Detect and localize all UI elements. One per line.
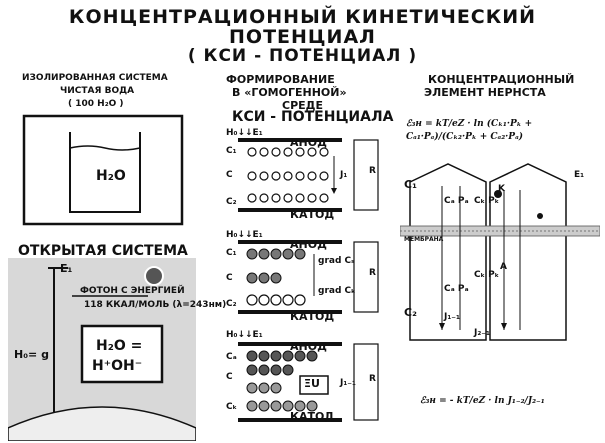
photon-label: ФОТОН С ЭНЕРГИЕЙ [80, 286, 185, 296]
cathode-2: КАТОД [290, 310, 335, 323]
h0e-3: H₀↓↓E₁ [226, 330, 263, 340]
nernst-formula-bottom: ℰ₃н = - kT/eZ · ln J₁₋₂/J₂₋₁ [420, 396, 545, 406]
nernst-membrane: МЕМБРАНА [404, 236, 444, 243]
open-system-photo [8, 258, 196, 441]
formation-heading4: КСИ - ПОТЕНЦИАЛА [232, 109, 394, 125]
c-2: C [226, 273, 233, 283]
anode-3: АНОД [290, 340, 327, 353]
h0e-1: H₀↓↓E₁ [226, 128, 263, 138]
nernst-e: E₁ [574, 170, 585, 180]
r-2: R [369, 268, 376, 278]
main-title-line2: ПОТЕНЦИАЛ [229, 26, 376, 48]
grad-c: grad Cₛ [318, 256, 355, 266]
nernst-formula-top: ℰ₃н = kT/eZ · ln (Cₖ₁·Pₖ + Cₐ₁·Pₐ)/(Cₖ₂·… [406, 119, 533, 142]
nernst-ck-pk-bot: Cₖ Pₖ [474, 270, 500, 280]
main-title-line1: КОНЦЕНТРАЦИОННЫЙ КИНЕТИЧЕСКИЙ [68, 6, 537, 28]
energy-value: 118 ККАЛ/МОЛЬ (λ=243нм) [84, 300, 227, 310]
open-heading: ОТКРЫТАЯ СИСТЕМА [18, 243, 188, 259]
cathode-3: КАТОД [290, 410, 335, 423]
r-3: R [369, 374, 376, 384]
anode-1: АНОД [290, 136, 327, 149]
formation-heading3: СРЕДЕ [282, 99, 323, 112]
formation-diagram-1 [238, 138, 379, 212]
formation-diagrams [238, 138, 379, 422]
reaction-bottom: H⁺OH⁻ [92, 358, 143, 374]
reaction-top: H₂O = [96, 338, 143, 354]
nernst-ck-pk-top: Cₖ Pₖ [474, 196, 500, 206]
anode-2: АНОД [290, 238, 327, 251]
c2-1: C₂ [226, 197, 237, 207]
nernst-j1: J₁₋₁ [444, 312, 460, 322]
isolated-system-box [22, 114, 184, 226]
nernst-heading1: КОНЦЕНТРАЦИОННЫЙ [428, 73, 575, 86]
nernst-heading2: ЭЛЕМЕНТ НЕРНСТА [424, 86, 546, 99]
sun-icon [144, 266, 164, 286]
ca-3: Cₐ [226, 352, 237, 362]
h0e-2: H₀↓↓E₁ [226, 230, 263, 240]
formation-heading1: ФОРМИРОВАНИЕ [226, 73, 335, 86]
beaker-label: H₂O [96, 168, 126, 184]
j-diff-3: J₁₋₁ [340, 378, 356, 388]
nernst-diagram [400, 163, 600, 341]
nernst-c1: C₁ [404, 178, 417, 191]
c1-2: C₁ [226, 248, 237, 258]
cathode-1: КАТОД [290, 208, 335, 221]
grad-ck: grad Cₖ [318, 286, 356, 296]
j1-1: J₁ [340, 170, 348, 180]
c1-1: C₁ [226, 146, 237, 156]
isolated-sub1: ЧИСТАЯ ВОДА [60, 86, 135, 96]
nernst-j2: J₂₋₁ [474, 328, 490, 338]
nernst-k: K [498, 184, 505, 194]
xi-u-label: ΞU [304, 377, 320, 390]
c-1: C [226, 170, 233, 180]
c2-2: C₂ [226, 299, 237, 309]
nernst-c2: C₂ [404, 306, 417, 319]
nernst-a: A [500, 262, 507, 272]
isolated-sub2: ( 100 H₂O ) [68, 99, 124, 109]
formation-heading2: В «ГОМОГЕННОЙ» [232, 86, 347, 99]
c-3: C [226, 372, 233, 382]
height-label: H₀= g [14, 348, 49, 361]
main-title-line3: ( КСИ - ПОТЕНЦИАЛ ) [187, 46, 418, 66]
formation-diagram-2 [238, 240, 379, 314]
energy-label: E₁ [60, 262, 73, 275]
isolated-heading: ИЗОЛИРОВАННАЯ СИСТЕМА [22, 73, 168, 83]
formation-diagram-3 [238, 342, 379, 422]
nernst-ca-pa-top: Cₐ Pₐ [444, 196, 469, 206]
nernst-ca-pa-bot: Cₐ Pₐ [444, 284, 469, 294]
ck-3: Cₖ [226, 402, 237, 412]
r-1: R [369, 166, 376, 176]
